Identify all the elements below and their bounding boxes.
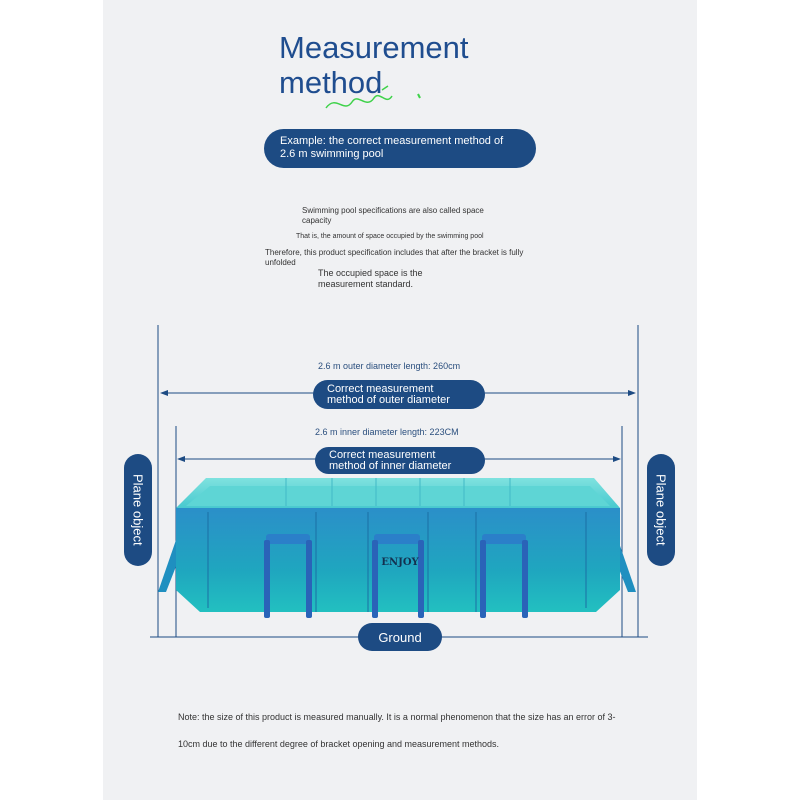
- plane-object-left: Plane object: [124, 454, 152, 566]
- example-banner: Example: the correct measurement method …: [264, 129, 536, 168]
- explanation-line-2: That is, the amount of space occupied by…: [296, 233, 484, 240]
- inner-method-pill: Correct measurement method of inner diam…: [315, 447, 485, 474]
- brand-logo: ENJOY: [381, 557, 419, 568]
- explanation-line-1: Swimming pool specifications are also ca…: [302, 206, 484, 225]
- plane-object-left-label: Plane object: [130, 474, 146, 546]
- bracket-middle: [372, 534, 424, 618]
- plane-object-right: Plane object: [647, 454, 675, 566]
- explanation-line-4: The occupied space is the measurement st…: [318, 268, 423, 289]
- ground-pill: Ground: [358, 623, 442, 651]
- outer-dimension-label: 2.6 m outer diameter length: 260cm: [318, 361, 461, 371]
- bracket-left: [264, 534, 312, 618]
- decorative-scribble: [325, 85, 421, 109]
- plane-object-right-label: Plane object: [653, 474, 669, 546]
- explanation-line-3: Therefore, this product specification in…: [265, 248, 524, 267]
- pool-illustration: [158, 478, 636, 618]
- inner-dimension-label: 2.6 m inner diameter length: 223CM: [315, 427, 459, 437]
- bracket-right: [480, 534, 528, 618]
- measurement-note: Note: the size of this product is measur…: [178, 712, 616, 749]
- outer-method-pill: Correct measurement method of outer diam…: [313, 380, 485, 409]
- page-title: Measurement method: [279, 30, 469, 100]
